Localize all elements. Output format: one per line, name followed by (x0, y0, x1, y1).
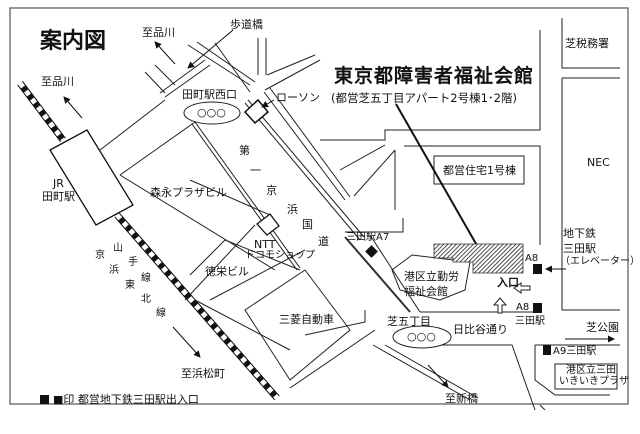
intersection-marker-tamachi: ○○○ (197, 106, 226, 119)
facility-name: 東京都障害者福祉会館 (334, 65, 535, 87)
legend-marker (40, 395, 49, 404)
roads (99, 18, 620, 411)
rail-char: 山 (113, 243, 123, 254)
label-jr: JR (53, 177, 64, 190)
road-char: 一 (250, 164, 261, 177)
label-tamachi-west-exit: 田町駅西口 (182, 88, 237, 101)
map-title: 案内図 (40, 29, 107, 54)
direction-shinagawa-top: 至品川 (142, 26, 175, 39)
rail-char: 京 (95, 250, 105, 261)
label-a8-top: A8 (525, 253, 539, 264)
label-jr-tamachi: 田町駅 (42, 190, 75, 203)
label-toei-housing: 都営住宅1号棟 (443, 164, 516, 177)
rail-char: 線 (156, 308, 166, 319)
legend-text: ■印 都営地下鉄三田駅出入口 (53, 393, 199, 406)
label-subway: 地下鉄 (563, 227, 596, 240)
facility-building (433, 243, 524, 274)
label-tokuei: 徳栄ビル (205, 265, 249, 278)
label-minato-hall-1: 港区立勤労 (404, 270, 459, 283)
rail-char: 東 (125, 280, 135, 291)
label-ntt: NTT (254, 238, 276, 251)
label-entrance: 入口 (497, 276, 519, 289)
label-a9-mita: A9三田駅 (553, 346, 597, 357)
label-shiba-tax-office: 芝税務署 (565, 37, 609, 50)
jr-railway (17, 80, 280, 401)
jr-tamachi-station-building (49, 129, 134, 226)
rail-char: 浜 (109, 265, 119, 276)
exit-a9-marker (543, 345, 551, 355)
label-shiba-5-chome: 芝五丁目 (387, 315, 431, 328)
direction-shinagawa-left: 至品川 (41, 75, 74, 88)
direction-hamamatsucho: 至浜松町 (181, 367, 225, 380)
label-ikiiki-2: いきいきプラザ (559, 376, 629, 387)
label-a8-bottom: A8 (516, 302, 530, 313)
road-char: 国 (302, 218, 313, 231)
road-char: 道 (318, 235, 329, 248)
ntt-building (256, 213, 280, 236)
rail-char: 線 (141, 273, 151, 284)
label-docomo: ドコモショップ (245, 250, 315, 261)
exit-a8-top-marker (533, 264, 542, 274)
exit-a7-marker (365, 245, 378, 258)
label-lawson: ローソン (276, 91, 320, 104)
entrance-arrow-left-icon (513, 282, 531, 294)
road-char: 浜 (287, 203, 298, 216)
label-minato-hall-2: 福祉会館 (404, 285, 448, 298)
rail-char: 北 (141, 294, 151, 305)
label-subway-mita: 三田駅 (563, 242, 596, 255)
label-footbridge: 歩道橋 (230, 18, 263, 31)
facility-address-note: (都営芝五丁目アパート2号棟1･2階) (331, 91, 517, 105)
label-mita-station: 三田駅 (515, 316, 545, 327)
label-hibiya-dori: 日比谷通り (453, 323, 508, 336)
label-ikiiki-1: 港区立三田 (566, 365, 616, 376)
label-mitsubishi: 三菱自動車 (279, 313, 334, 326)
label-morinaga-plaza: 森永プラザビル (150, 186, 227, 199)
intersection-marker-shiba5: ○○○ (407, 330, 436, 343)
rail-char: 手 (128, 257, 138, 268)
direction-shiba-koen: 芝公園 (586, 321, 619, 334)
label-mita-a7: 三田駅A7 (346, 232, 390, 243)
exit-a8-bottom-marker (533, 303, 542, 313)
road-char: 京 (266, 184, 277, 197)
label-nec: NEC (587, 156, 610, 169)
direction-shinbashi: 至新橋 (445, 392, 478, 405)
label-elevator: （エレベーター） (560, 256, 640, 267)
entrance-arrow-up-icon (492, 297, 508, 314)
road-char: 第 (239, 144, 250, 157)
